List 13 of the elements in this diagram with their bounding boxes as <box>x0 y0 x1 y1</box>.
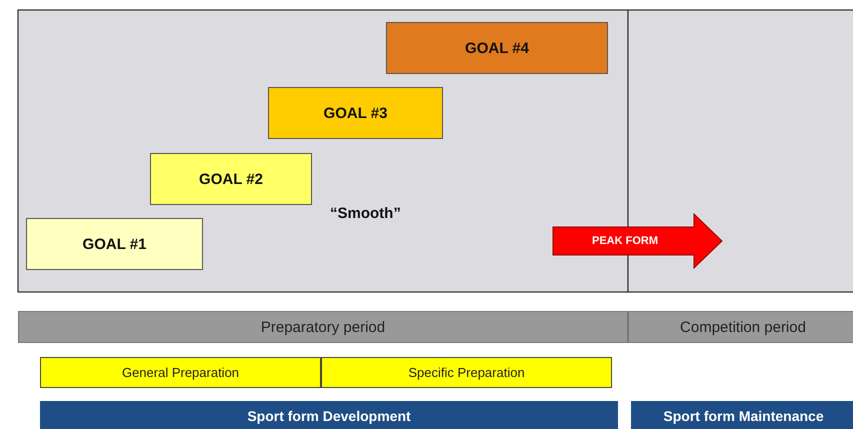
phase-box: Specific Preparation <box>321 357 612 388</box>
phase-box: General Preparation <box>40 357 321 388</box>
period-band: Preparatory period <box>18 311 628 343</box>
goal-box: GOAL #3 <box>268 87 443 139</box>
period-band: Competition period <box>628 311 853 343</box>
stage-bar: Sport form Maintenance <box>631 401 853 429</box>
arrow-label: PEAK FORM <box>592 235 658 247</box>
block-arrow <box>552 213 724 269</box>
stage-bar: Sport form Development <box>40 401 618 429</box>
note-text: “Smooth” <box>330 205 401 222</box>
goal-box: GOAL #1 <box>26 218 203 270</box>
goal-box: GOAL #4 <box>386 22 608 74</box>
goal-box: GOAL #2 <box>150 153 312 205</box>
